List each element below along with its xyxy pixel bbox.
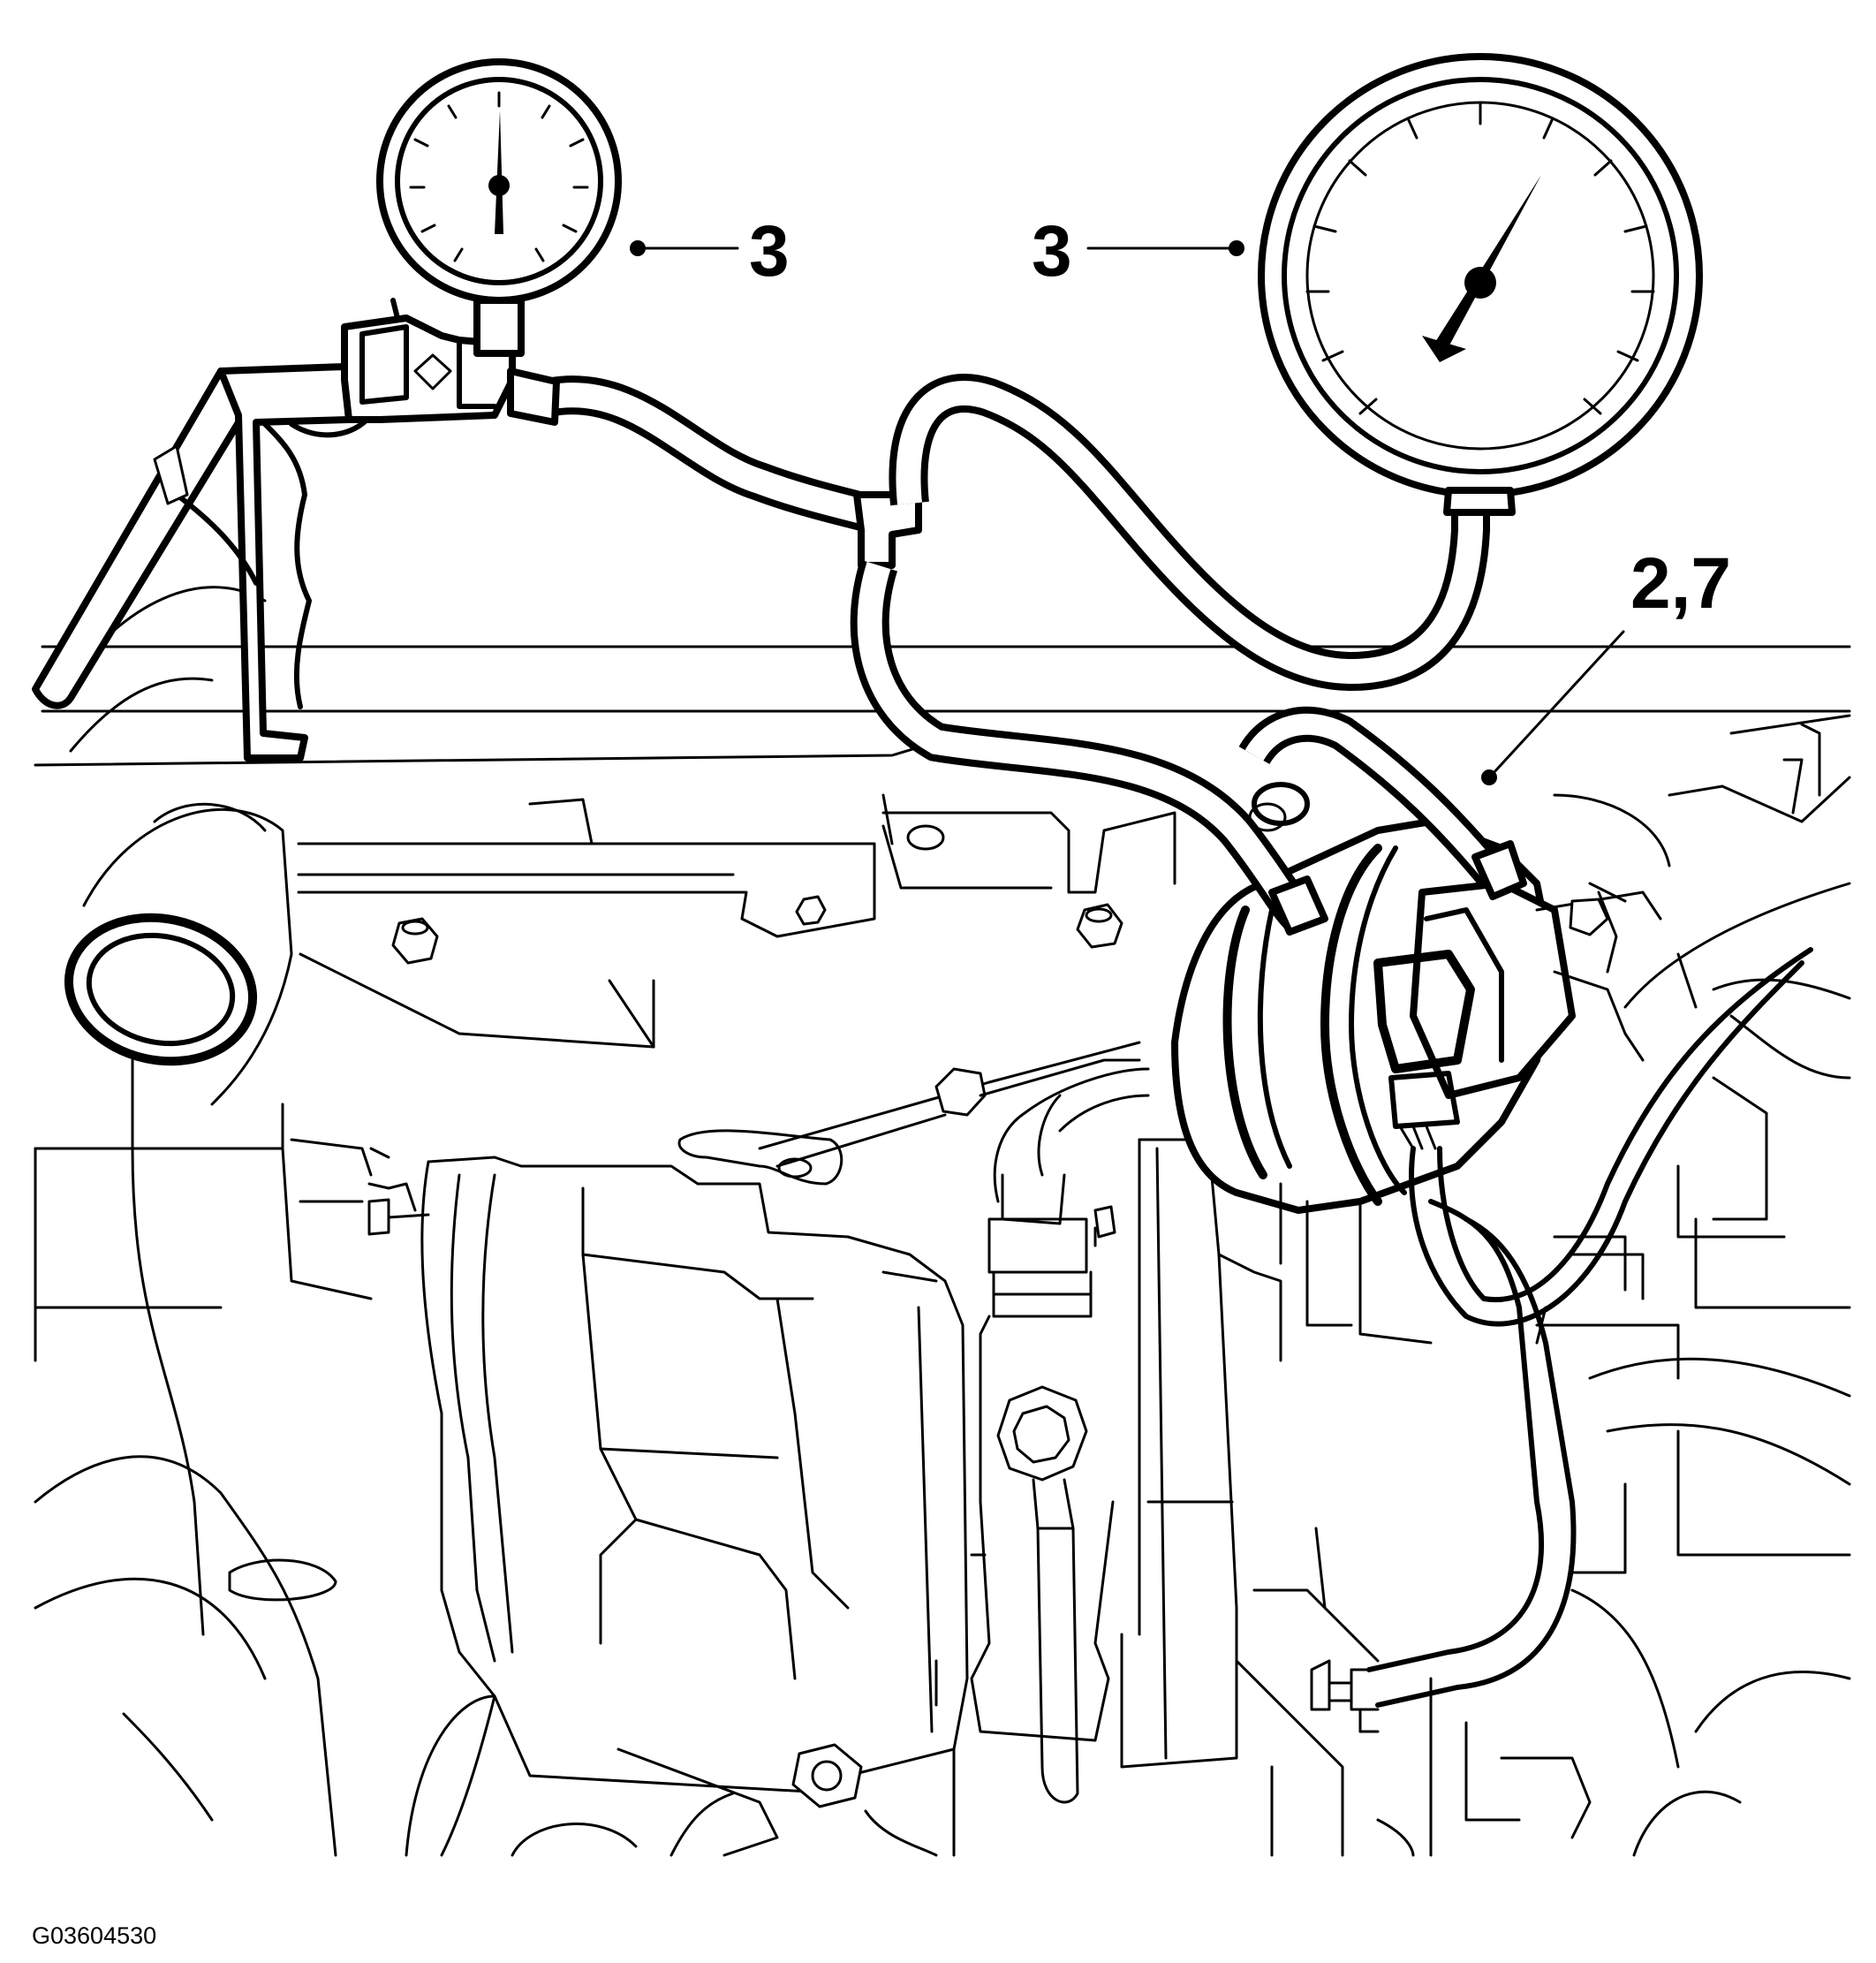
callout-dot-port [1481, 769, 1497, 785]
callout-pressure-port: 2,7 [1630, 543, 1731, 624]
callout-gauge-right: 3 [1032, 211, 1072, 292]
right-gauge-ticks [1305, 101, 1655, 415]
engine-background [34, 586, 1851, 1857]
callout-dot-right [1229, 240, 1244, 256]
callout-gauge-left: 3 [749, 211, 790, 292]
leader-line-port [1491, 630, 1625, 776]
test-hoses [507, 368, 1527, 936]
hand-vacuum-pump [32, 58, 622, 762]
right-pressure-gauge [1258, 53, 1703, 516]
figure-id: G03604530 [32, 1922, 156, 1949]
right-gauge-needle [1431, 175, 1541, 355]
callout-labels: 3 3 2,7 [630, 211, 1731, 785]
left-gauge-needle [495, 110, 503, 234]
left-gauge-ticks [409, 91, 589, 262]
